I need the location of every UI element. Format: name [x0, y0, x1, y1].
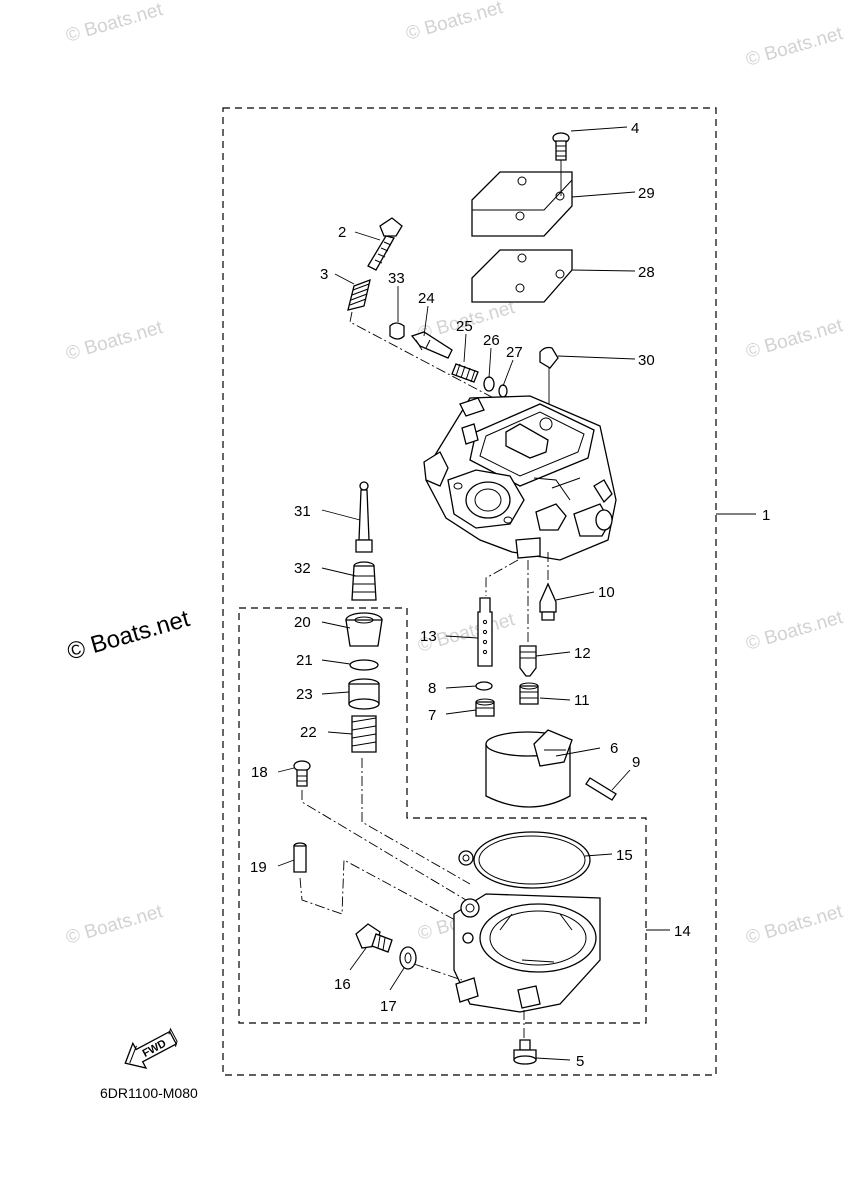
watermark: © Boats.net — [64, 0, 166, 47]
callout-2: 2 — [338, 224, 346, 241]
part-28-gasket — [471, 249, 573, 303]
part-27-washer — [498, 384, 508, 398]
leader-lines — [277, 126, 756, 1061]
part-29-plate — [471, 171, 573, 237]
axis-line — [361, 758, 471, 885]
callout-22: 22 — [300, 724, 317, 741]
callout-7: 7 — [428, 707, 436, 724]
carburetor-body — [423, 395, 617, 561]
part-32-valve — [351, 561, 377, 601]
part-3-spring — [347, 278, 371, 311]
part-2-bolt — [367, 217, 403, 271]
axis-line — [301, 790, 467, 901]
callout-18: 18 — [251, 764, 268, 781]
part-26-oring — [483, 376, 495, 392]
part-10-needle-valve — [539, 582, 557, 621]
axis-line — [413, 963, 463, 981]
watermark: © Boats.net — [744, 23, 846, 71]
assembly-boundary-1 — [222, 107, 717, 1076]
part-12-pilot-jet — [519, 645, 537, 677]
fwd-label: FWD — [141, 1038, 169, 1060]
callout-15: 15 — [616, 847, 633, 864]
watermark: © Boats.net — [744, 901, 846, 949]
part-13-emulsion-tube — [477, 597, 493, 667]
part-25-spring — [451, 363, 479, 383]
callout-4: 4 — [631, 120, 639, 137]
callout-21: 21 — [296, 652, 313, 669]
callout-20: 20 — [294, 614, 311, 631]
callout-12: 12 — [574, 645, 591, 662]
part-19-pin — [293, 842, 307, 873]
axis-line — [349, 311, 521, 413]
callout-26: 26 — [483, 332, 500, 349]
callout-17: 17 — [380, 998, 397, 1015]
fwd-arrow: FWD — [124, 1027, 178, 1069]
callout-23: 23 — [296, 686, 313, 703]
watermark: © Boats.net — [404, 0, 506, 45]
callout-25: 25 — [456, 318, 473, 335]
part-14-float-bowl — [453, 893, 601, 1013]
part-23-piston — [348, 678, 380, 710]
part-21-oring — [349, 659, 379, 671]
part-33-cap — [389, 322, 405, 340]
watermark: © Boats.net — [744, 315, 846, 363]
part-22-spring — [351, 715, 377, 753]
callout-3: 3 — [320, 266, 328, 283]
callout-30: 30 — [638, 352, 655, 369]
watermark: © Boats.net — [744, 607, 846, 655]
callout-32: 32 — [294, 560, 311, 577]
callout-11: 11 — [574, 692, 590, 709]
part-20-cap — [345, 612, 383, 647]
part-18-screw — [293, 760, 311, 787]
watermark: © Boats.net — [64, 901, 166, 949]
callout-24: 24 — [418, 290, 435, 307]
callout-10: 10 — [598, 584, 615, 601]
callout-14: 14 — [674, 923, 691, 940]
callout-31: 31 — [294, 503, 311, 520]
part-24-needle — [410, 331, 453, 359]
callout-19: 19 — [250, 859, 267, 876]
part-11-jet — [519, 682, 539, 705]
part-16-drain-screw — [355, 923, 393, 953]
callout-13: 13 — [420, 628, 437, 645]
axis-line — [485, 559, 519, 596]
part-9-pin — [585, 777, 617, 801]
part-15-gasket — [458, 831, 591, 889]
part-31-jet-needle — [355, 481, 373, 553]
callout-33: 33 — [388, 270, 405, 287]
part-5-screw — [513, 1039, 537, 1065]
part-7-main-jet — [475, 698, 495, 717]
callout-9: 9 — [632, 754, 640, 771]
callout-8: 8 — [428, 680, 436, 697]
axis-line — [299, 859, 471, 929]
callout-6: 6 — [610, 740, 618, 757]
callout-5: 5 — [576, 1053, 584, 1070]
diagram-code: 6DR1100-M080 — [100, 1085, 198, 1101]
part-4-screw — [552, 132, 570, 196]
part-17-washer — [399, 946, 417, 970]
part-6-float — [485, 729, 573, 808]
callout-1: 1 — [762, 507, 770, 524]
callout-27: 27 — [506, 344, 523, 361]
watermark-prominent: © Boats.net — [64, 605, 193, 666]
callout-labels: 4 29 28 30 1 2 3 33 24 25 26 27 31 32 20… — [250, 120, 770, 1070]
callout-29: 29 — [638, 185, 655, 202]
subassembly-boundary-14 — [238, 607, 647, 1024]
callout-16: 16 — [334, 976, 351, 993]
watermark: © Boats.net — [64, 317, 166, 365]
part-8-oring — [475, 681, 493, 691]
callout-28: 28 — [638, 264, 655, 281]
